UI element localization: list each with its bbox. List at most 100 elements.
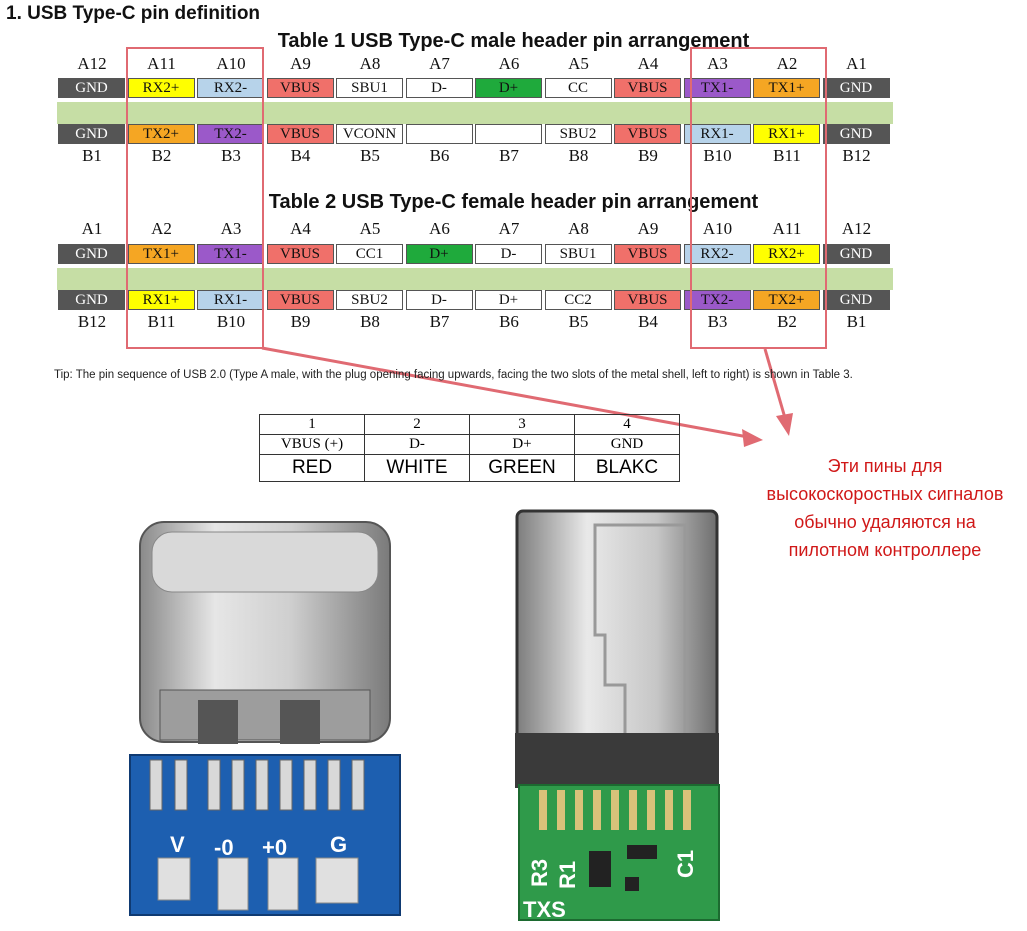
table2-top-label: A3 (220, 219, 242, 238)
table1-row-a-cell: D- (405, 78, 473, 98)
arrow-left-head (742, 429, 763, 447)
table1-separator-band (57, 102, 893, 124)
table1-top-label: A11 (147, 54, 176, 73)
table1-bottom-label: B12 (842, 146, 871, 165)
table2-row-a-cell: SBU1 (544, 244, 612, 264)
usb2-signal-1: VBUS (+) (259, 434, 365, 455)
table1-row-a-cell: RX2+ (127, 78, 195, 98)
table1-row-b-cell: VCONN (336, 124, 403, 144)
table2-top-label: A5 (359, 219, 381, 238)
table2-bottom-label: B11 (147, 312, 176, 331)
table2-row-a-cell: D+ (405, 244, 473, 264)
table1-row-b-cell: VBUS (614, 124, 681, 144)
table2-bottom-label: B2 (777, 312, 797, 331)
table2-bottom-label: B8 (360, 312, 380, 331)
table1-row-a-cell: GND (822, 78, 890, 98)
usb2-pin-4: 4 (574, 414, 680, 435)
table2-row-a-cell: RX2- (683, 244, 751, 264)
table1-row-b-cell: RX1+ (753, 124, 820, 144)
board1-label-g: G (330, 832, 347, 857)
table2-row-b-cell: GND (58, 290, 125, 310)
table2-top-label: A2 (151, 219, 172, 238)
table2-row-a-cell: GND (58, 244, 125, 264)
table1-bottom-label: B1 (82, 146, 102, 165)
table2-row-a-cell: GND (822, 244, 890, 264)
table1-top-label: A10 (216, 54, 246, 73)
usb2-pin-3: 3 (469, 414, 575, 435)
table1-row-a-cell: TX1+ (753, 78, 820, 98)
table2-top-label: A4 (290, 219, 311, 238)
table1-row-b-cell: RX1- (683, 124, 751, 144)
table1-bottom-label: B10 (703, 146, 732, 165)
table1-top-label: A4 (637, 54, 659, 73)
table1-top-label: A12 (77, 54, 107, 73)
usb2-pin-1: 1 (259, 414, 365, 435)
table2-bottom-label: B12 (77, 312, 107, 331)
table1-row-b-cell: SBU2 (544, 124, 612, 144)
table2-row-b-cell: TX2+ (753, 290, 820, 310)
table2-top-label: A8 (568, 219, 589, 238)
table2-bottom-label: B4 (638, 312, 658, 331)
highlight-box-left (126, 47, 264, 349)
usb2-pin-2: 2 (364, 414, 470, 435)
table1-row-a-cell: RX2- (197, 78, 264, 98)
highlight-box-right (690, 47, 827, 349)
table1-row-b-cell (475, 124, 542, 144)
table1-top-label: A6 (498, 54, 520, 73)
table2-row-a-cell: D- (475, 244, 542, 264)
table2-row-a-cell: TX1+ (127, 244, 195, 264)
table1-bottom-label: B11 (773, 146, 801, 165)
usb2-color-4: BLAKC (574, 454, 680, 482)
table2-row-b-cell: VBUS (266, 290, 334, 310)
board2-label-txs: TXS (523, 897, 566, 922)
table1-row-a-cell: VBUS (614, 78, 681, 98)
table1-title: Table 1 USB Type-C male header pin arran… (277, 30, 750, 52)
table1-row-b-cell: VBUS (266, 124, 334, 144)
table1-row-b-cell: GND (58, 124, 125, 144)
table1-row-b-cell (405, 124, 473, 144)
table2-bottom-label: B9 (290, 312, 311, 331)
table2-row-b-cell: SBU2 (336, 290, 403, 310)
table2-top-label: A9 (637, 219, 659, 238)
table1-row-a-cell: VBUS (266, 78, 334, 98)
usb2-pin-table: 1 2 3 4 VBUS (+) D- D+ GND RED WHITE GRE… (259, 414, 680, 482)
table2-top-label: A1 (81, 219, 103, 238)
usb2-color-1: RED (259, 454, 365, 482)
table2-bottom-label: B10 (216, 312, 246, 331)
usb2-signal-4: GND (574, 434, 680, 455)
board2-label-r1: R1 (555, 861, 580, 889)
table1-row-a-cell: SBU1 (336, 78, 403, 98)
table1-top-label: A1 (846, 54, 867, 73)
table2-title: Table 2 USB Type-C female header pin arr… (268, 191, 759, 213)
table1-bottom-label: B6 (429, 146, 450, 165)
board2-label-r3: R3 (527, 859, 552, 887)
table1-top-label: A3 (707, 54, 728, 73)
table1-bottom-label: B7 (499, 146, 519, 165)
table1-bottom-label: B4 (290, 146, 311, 165)
table1-bottom-label: B9 (638, 146, 658, 165)
board2-label-c1: C1 (673, 850, 698, 878)
board1-label-v: V (170, 832, 185, 857)
table1-top-label: A2 (776, 54, 798, 73)
table2-separator-band (57, 268, 893, 290)
table1-bottom-label: B2 (151, 146, 172, 165)
table2-row-a-cell: RX2+ (753, 244, 820, 264)
table1-bottom-label: B5 (360, 146, 380, 165)
table2-top-label: A10 (702, 219, 733, 238)
usb2-signal-3: D+ (469, 434, 575, 455)
table2-row-b-cell: GND (822, 290, 890, 310)
table2-row-a-cell: CC1 (336, 244, 403, 264)
table2-row-b-cell: VBUS (614, 290, 681, 310)
table2-row-b-cell: RX1+ (127, 290, 195, 310)
table2-row-b-cell: CC2 (544, 290, 612, 310)
table1-row-a-cell: D+ (475, 78, 542, 98)
table2-row-b-cell: D+ (475, 290, 542, 310)
table2-bottom-label: B1 (846, 312, 867, 331)
table2-bottom-label: B5 (568, 312, 589, 331)
table2-row-a-cell: TX1- (197, 244, 264, 264)
table1-top-label: A9 (290, 54, 311, 73)
page-title: 1. USB Type-C pin definition (6, 3, 261, 24)
table2-row-a-cell: VBUS (266, 244, 334, 264)
